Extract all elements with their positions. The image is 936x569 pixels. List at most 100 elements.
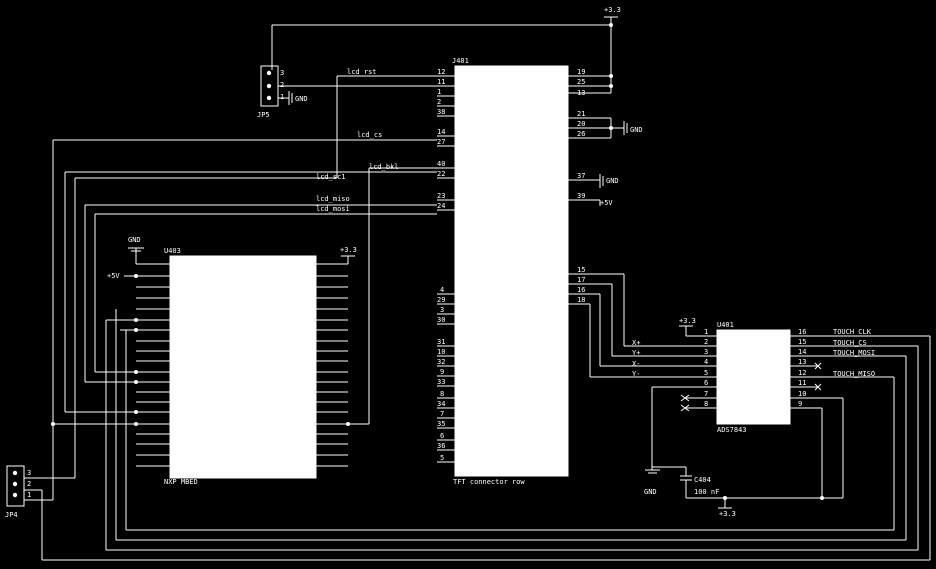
- j401-tft-connector: J401 TFT connector row: [452, 57, 569, 486]
- j401-pin-1: 1: [437, 88, 441, 96]
- c404-gnd-label: GND: [644, 488, 657, 496]
- jp5-pin-2: 2: [280, 81, 284, 89]
- j401-right-pins: 19 25 13 21 20 26 37 39 15 17 16 18: [568, 68, 624, 305]
- j401-pin-4: 4: [440, 286, 444, 294]
- c404-value: 100 nF: [694, 488, 719, 496]
- junction-dots: [51, 23, 824, 500]
- u403-left-stubs: [53, 263, 170, 467]
- jp5-ref: JP5: [257, 111, 270, 119]
- u401-pin-9: 9: [798, 400, 802, 408]
- j401-5v-label: +5V: [600, 199, 613, 207]
- j401-pin-17: 17: [577, 276, 585, 284]
- u401-pin-3: 3: [704, 348, 708, 356]
- j401-pin-30: 30: [437, 316, 445, 324]
- u401-3v3-label: +3.3: [679, 317, 696, 325]
- u401-pin-5: 5: [704, 369, 708, 377]
- u401-pin-4: 4: [704, 358, 708, 366]
- jp4-pin-1: 1: [27, 491, 31, 499]
- j401-pin-11: 11: [437, 78, 445, 86]
- j401-gnd-label-1: GND: [630, 126, 643, 134]
- u403-5v-label: +5V: [107, 272, 120, 280]
- u401-pin-7: 7: [704, 390, 708, 398]
- net-touch-cs: TOUCH_CS: [833, 339, 867, 347]
- j401-pin-24: 24: [437, 202, 445, 210]
- j401-pin-12: 12: [437, 68, 445, 76]
- c404-capacitor: GND C404 100 nF +3.3: [644, 387, 843, 518]
- j401-pin-7: 7: [440, 410, 444, 418]
- net-lcd-rst: lcd_rst: [347, 68, 377, 76]
- u401-pin-8: 8: [704, 400, 708, 408]
- net-lcd-miso: lcd_miso: [316, 195, 350, 203]
- j401-pin-39: 39: [577, 192, 585, 200]
- j401-pin-15: 15: [577, 266, 585, 274]
- u401-pin-14: 14: [798, 348, 806, 356]
- j401-pin-5: 5: [440, 454, 444, 462]
- j401-pin-2: 2: [437, 98, 441, 106]
- j401-pin-19: 19: [577, 68, 585, 76]
- top-3v3-label: +3.3: [604, 6, 621, 14]
- j401-ref: J401: [452, 57, 469, 65]
- j401-pin-9: 9: [440, 368, 444, 376]
- j401-pin-32: 32: [437, 358, 445, 366]
- net-lcd-cs: lcd_cs: [357, 131, 382, 139]
- j401-pin-40: 40: [437, 160, 445, 168]
- u401-pin-16: 16: [798, 328, 806, 336]
- j401-pin-33: 33: [437, 378, 445, 386]
- u401-pin-6: 6: [704, 379, 708, 387]
- jp4-pin-3: 3: [27, 469, 31, 477]
- net-lcd-sc1: lcd_sc1: [316, 173, 346, 181]
- jp4-pin-2: 2: [27, 480, 31, 488]
- j401-pin-22: 22: [437, 170, 445, 178]
- j401-pin-18: 18: [577, 296, 585, 304]
- j401-pin-37: 37: [577, 172, 585, 180]
- net-lcd-mosi: lcd_mosi: [316, 205, 350, 213]
- no-connect-marks: [680, 362, 822, 412]
- u401-ads7843: U401 ADS7843: [716, 321, 791, 434]
- j401-gnd-label-2: GND: [606, 177, 619, 185]
- u401-pin-10: 10: [798, 390, 806, 398]
- u401-pin-15: 15: [798, 338, 806, 346]
- net-xm: X-: [632, 360, 640, 368]
- j401-pin-10: 10: [437, 348, 445, 356]
- j401-pin-14: 14: [437, 128, 445, 136]
- u401-pin-2: 2: [704, 338, 708, 346]
- j401-pin-35: 35: [437, 420, 445, 428]
- net-touch-clk: TOUCH_CLK: [833, 328, 872, 336]
- j401-pin-29: 29: [437, 296, 445, 304]
- j401-pin-8: 8: [440, 390, 444, 398]
- j401-pin-26: 26: [577, 130, 585, 138]
- u401-name: ADS7843: [717, 426, 747, 434]
- c404-ref: C404: [694, 476, 711, 484]
- j401-pin-36: 36: [437, 442, 445, 450]
- u401-pin-11: 11: [798, 379, 806, 387]
- j401-pin-25: 25: [577, 78, 585, 86]
- j401-pin-34: 34: [437, 400, 445, 408]
- u401-ref: U401: [717, 321, 734, 329]
- u401-pin-12: 12: [798, 369, 806, 377]
- j401-pin-6: 6: [440, 432, 444, 440]
- u401-pin-13: 13: [798, 358, 806, 366]
- net-ym: Y-: [632, 370, 640, 378]
- u401-pin-1: 1: [704, 328, 708, 336]
- j401-pin-20: 20: [577, 120, 585, 128]
- jp5-gnd-label: GND: [295, 95, 308, 103]
- c404-3v3-label: +3.3: [719, 510, 736, 518]
- jp5-pin-1: 1: [280, 93, 284, 101]
- j401-pin-31: 31: [437, 338, 445, 346]
- net-yp: Y+: [632, 349, 640, 357]
- j401-pin-21: 21: [577, 110, 585, 118]
- j401-pin-27: 27: [437, 138, 445, 146]
- net-touch-miso: TOUCH_MISO: [833, 370, 875, 378]
- u403-name: NXP MBED: [164, 478, 198, 486]
- j401-pin-16: 16: [577, 286, 585, 294]
- jp4-connector: 3 2 1 JP4: [5, 465, 31, 519]
- jp4-ref: JP4: [5, 511, 18, 519]
- u403-3v3-label: +3.3: [340, 246, 357, 254]
- net-touch-mosi: TOUCH_MOSI: [833, 349, 875, 357]
- top-3v3-supply: +3.3: [604, 6, 621, 93]
- j401-name: TFT connector row: [453, 478, 525, 486]
- net-lcd-bkl: lcd_bkl: [369, 163, 399, 171]
- j401-left-pins: 12 11 1 2 38 14 27 40 22 23 24 4 29 3 30…: [437, 68, 455, 463]
- u403-gnd-label: GND: [128, 236, 141, 244]
